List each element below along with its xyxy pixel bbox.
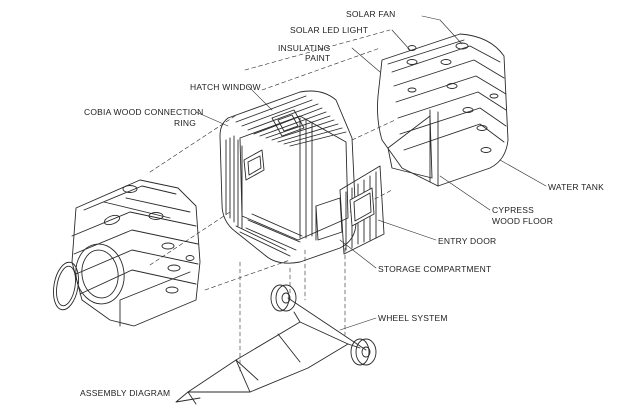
label-cypress-floor-2: WOOD FLOOR <box>492 216 554 226</box>
label-solar-led-light: SOLAR LED LIGHT <box>290 25 369 35</box>
label-storage-compartment: STORAGE COMPARTMENT <box>378 264 492 274</box>
label-cypress-floor-1: CYPRESS <box>492 205 535 215</box>
right-water-tank <box>377 33 509 187</box>
label-hatch-window: HATCH WINDOW <box>190 82 261 92</box>
label-insulating-paint-1: INSULATING <box>278 43 331 53</box>
leader-lines <box>195 15 547 331</box>
label-insulating-paint-2: PAINT <box>305 53 331 63</box>
label-assembly-diagram: ASSEMBLY DIAGRAM <box>80 388 171 398</box>
label-solar-fan: SOLAR FAN <box>346 9 396 19</box>
label-wheel-system: WHEEL SYSTEM <box>378 313 448 323</box>
label-entry-door: ENTRY DOOR <box>438 236 497 246</box>
alignment-dashed-lines <box>149 29 396 373</box>
entry-door <box>339 165 385 255</box>
central-wood-pod <box>219 90 357 264</box>
wheel-system-trailer <box>175 284 377 405</box>
label-cobia-ring-1: COBIA WOOD CONNECTION <box>84 107 204 117</box>
left-water-tank <box>53 179 201 327</box>
label-water-tank: WATER TANK <box>548 182 604 192</box>
label-cobia-ring-2: RING <box>174 118 197 128</box>
